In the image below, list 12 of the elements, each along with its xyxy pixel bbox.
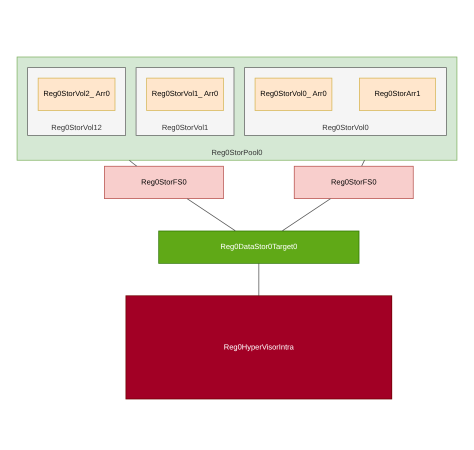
node-box: Reg0StorVol0_ Arr0 xyxy=(254,78,332,111)
node-box: Reg0StorVol2_ Arr0 xyxy=(38,78,116,111)
connector xyxy=(186,198,236,232)
connector xyxy=(128,160,138,167)
node-box: Reg0StorVol1_ Arr0 xyxy=(146,78,224,111)
connector xyxy=(258,263,260,296)
node-box: Reg0HyperVisorIntra xyxy=(126,295,392,400)
node-box: Reg0StorArr1 xyxy=(359,78,436,111)
node-box: Reg0StorFS0 xyxy=(294,166,414,200)
node-box: Reg0StorFS0 xyxy=(104,166,224,200)
node-box: Reg0DataStor0Target0 xyxy=(158,230,360,264)
connector xyxy=(282,198,331,232)
